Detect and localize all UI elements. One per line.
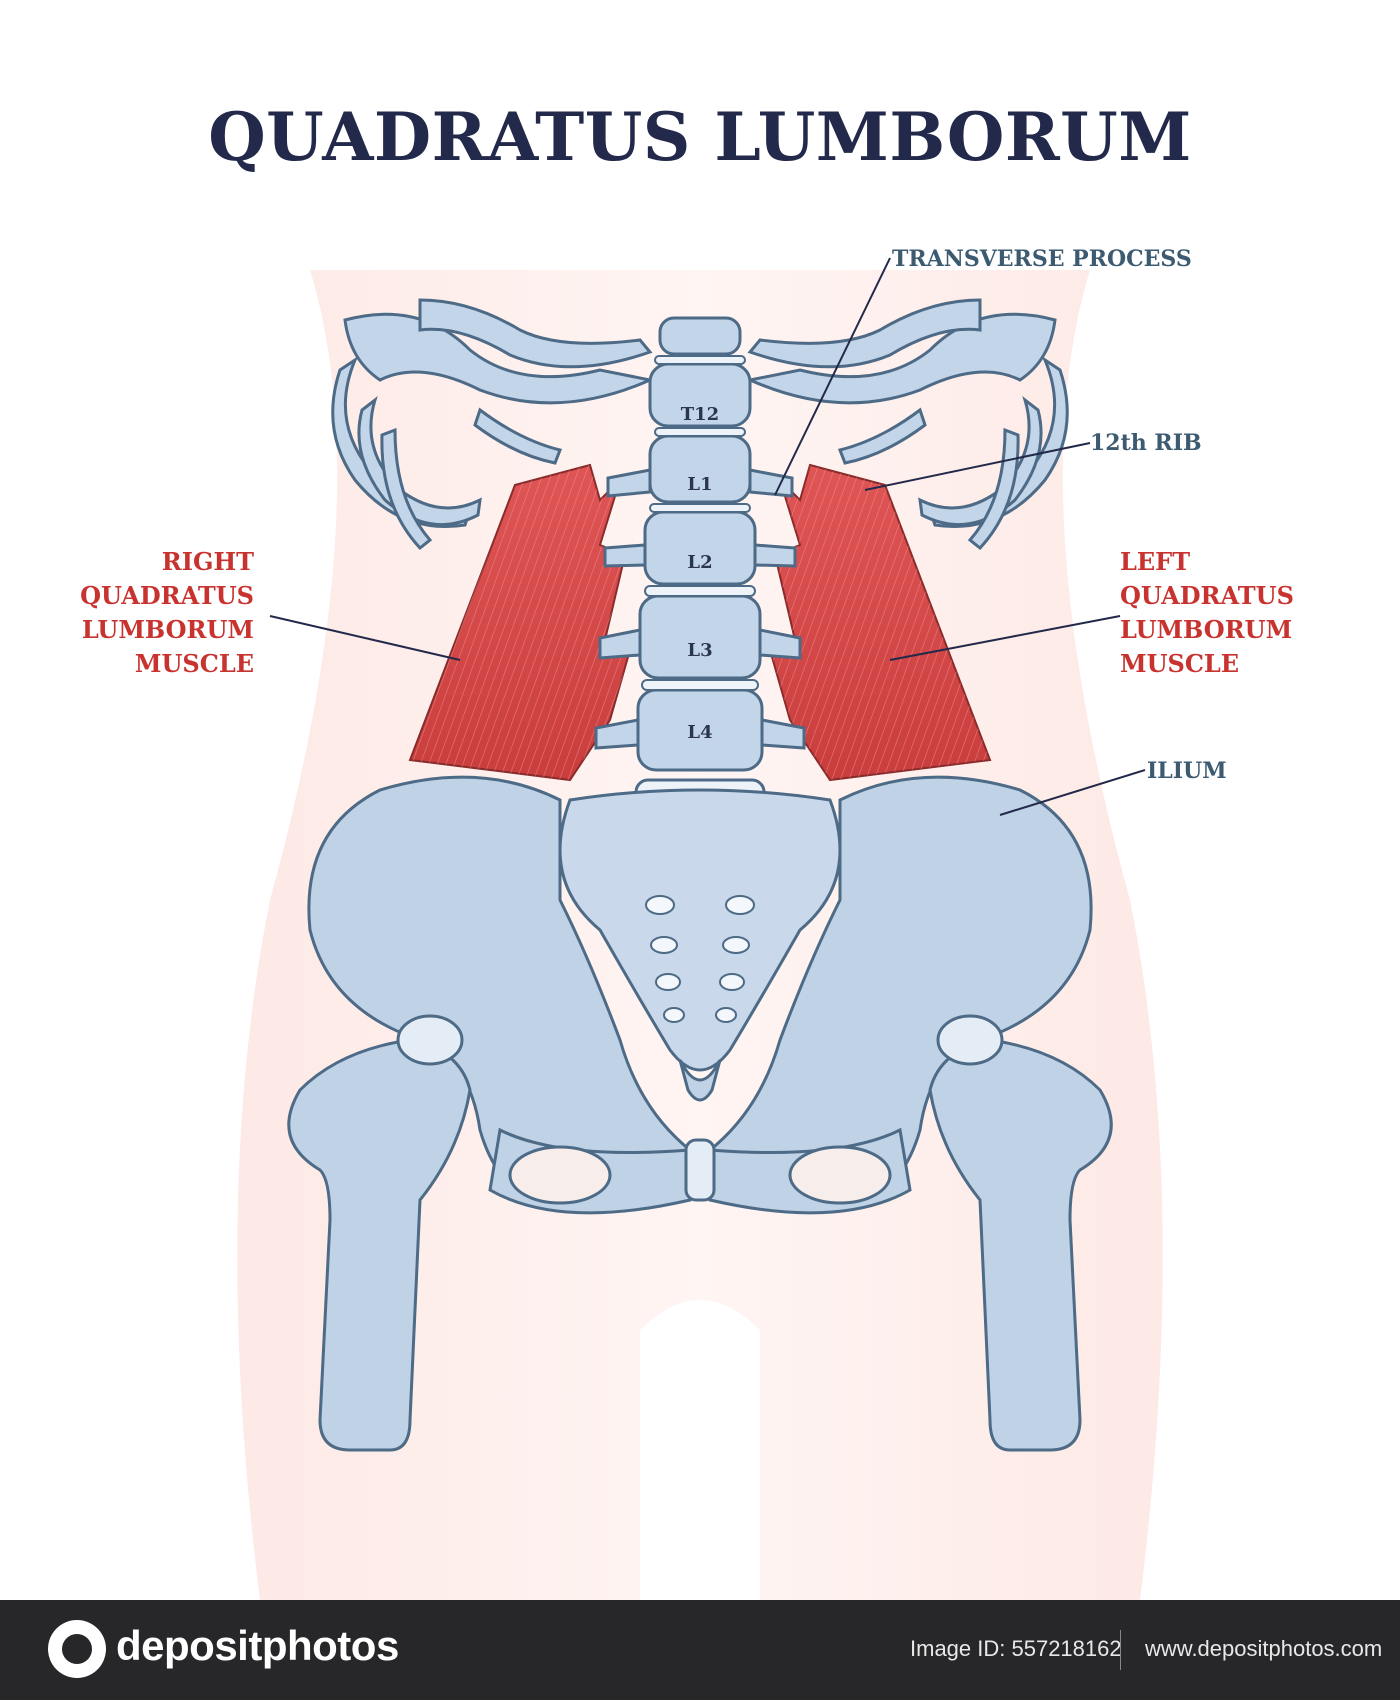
svg-text:MUSCLE: MUSCLE — [135, 649, 254, 678]
leg-gap — [640, 1300, 760, 1600]
vertebra-label-l4: L4 — [687, 722, 712, 743]
label-ilium: ILIUM — [1147, 758, 1227, 784]
label-left-quadratus-lumborum-muscle: LEFT QUADRATUS LUMBORUM MUSCLE — [1120, 547, 1294, 678]
brand-name: depositphotos — [116, 1622, 399, 1669]
image-id: Image ID: 557218162 — [910, 1636, 1122, 1661]
sacral-foramina — [645, 895, 755, 1023]
left-quadratus-lumborum-muscle — [768, 463, 992, 782]
footer-divider — [1120, 1630, 1121, 1670]
spine — [594, 316, 806, 812]
vertebra-label-l2: L2 — [687, 552, 712, 573]
svg-text:QUADRATUS: QUADRATUS — [1120, 581, 1294, 610]
vertebra-label-l1: L1 — [687, 474, 712, 495]
rib-cage-right — [331, 298, 655, 551]
vertebra-labels: T12 L1 L2 L3 L4 — [681, 404, 719, 743]
svg-text:MUSCLE: MUSCLE — [1120, 649, 1239, 678]
right-quadratus-lumborum-muscle — [408, 463, 632, 782]
rib-cage-left — [745, 298, 1069, 551]
femurs — [287, 1014, 1113, 1452]
label-transverse-process: TRANSVERSE PROCESS — [892, 246, 1192, 272]
site-url: www.depositphotos.com — [1145, 1636, 1383, 1661]
pelvis — [307, 775, 1093, 1215]
svg-text:LUMBORUM: LUMBORUM — [1120, 615, 1292, 644]
vertebra-label-t12: T12 — [681, 404, 719, 425]
label-12th-rib: 12th RIB — [1090, 430, 1202, 456]
depositphotos-logo-icon — [48, 1620, 106, 1678]
vertebra-label-l3: L3 — [687, 640, 712, 661]
svg-text:LUMBORUM: LUMBORUM — [82, 615, 254, 644]
diagram-title: QUADRATUS LUMBORUM — [208, 98, 1192, 176]
svg-text:LEFT: LEFT — [1120, 547, 1190, 576]
label-right-quadratus-lumborum-muscle: RIGHT QUADRATUS LUMBORUM MUSCLE — [80, 547, 254, 678]
svg-text:RIGHT: RIGHT — [162, 547, 254, 576]
anatomy-illustration: T12 L1 L2 L3 L4 — [80, 246, 1294, 1600]
svg-text:QUADRATUS: QUADRATUS — [80, 581, 254, 610]
leader-lines — [269, 257, 1146, 816]
footer-bar: depositphotos Image ID: 557218162 www.de… — [0, 1600, 1400, 1700]
